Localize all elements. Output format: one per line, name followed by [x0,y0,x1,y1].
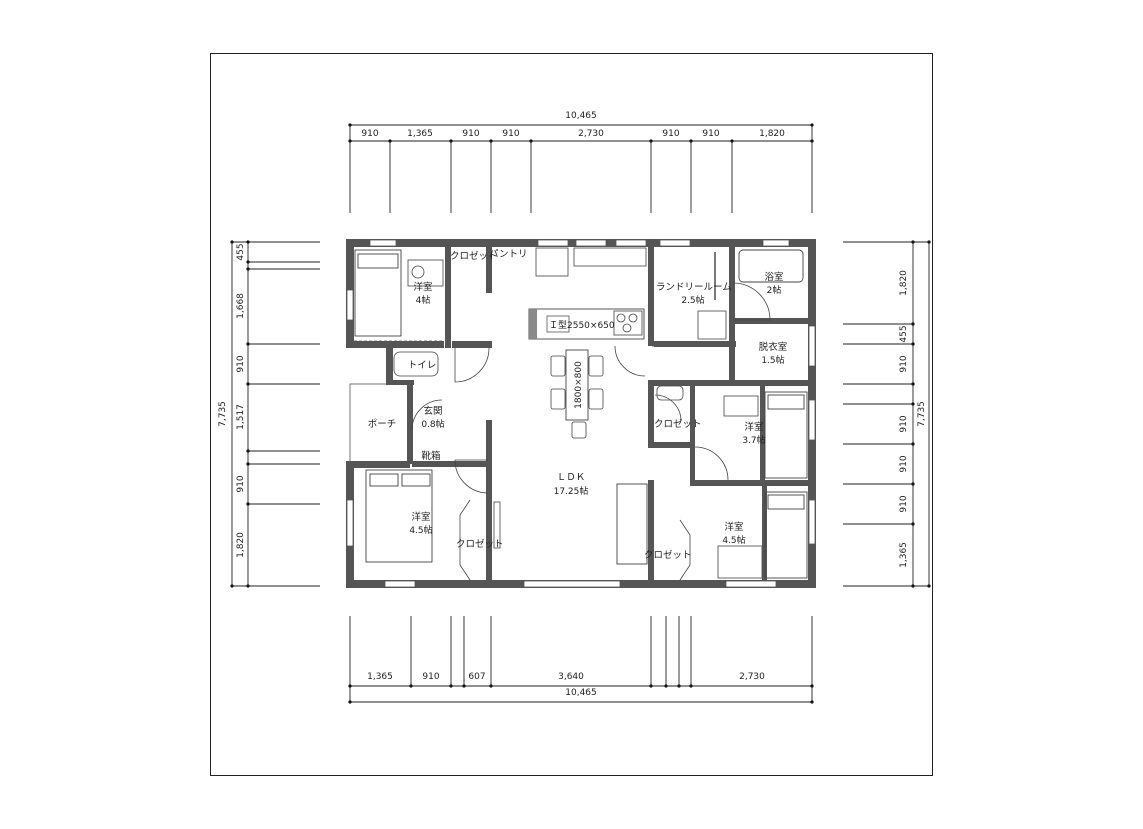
dim-top-7: 910 [702,129,719,139]
chair-nw [411,265,425,279]
room-entrance-name: 玄関 [423,405,442,417]
dim-top-6: 910 [662,129,679,139]
dim-left-6: 1,820 [236,532,246,558]
room-bedroom-e-name: 洋室 [744,421,763,433]
room-porch: ポーチ [368,419,397,430]
tv-board [493,501,501,549]
room-closet-se: クロゼット [644,549,692,561]
bed-se [764,491,808,579]
room-shoe-box: 靴箱 [421,450,440,462]
room-closet-mid: クロゼット [654,418,702,430]
sofa [616,483,648,565]
fridge-cabinet [573,247,647,267]
room-pantry: パントリ [489,249,527,260]
dim-bottom-1: 1,365 [367,672,393,682]
stove-icon [613,310,643,336]
dim-left-4: 1,517 [236,404,246,430]
dimension-ticks [230,123,931,704]
dim-right-total: 7,735 [917,401,927,427]
dim-bottom-total: 10,465 [565,688,597,698]
room-bedroom-se-name: 洋室 [724,521,743,533]
room-toilet: トイレ [408,360,437,371]
dimension-lines [231,124,930,703]
dim-right-7: 1,365 [899,542,909,568]
dim-top-2: 1,365 [407,129,433,139]
room-closet-sw: クロゼット [456,538,504,550]
kitchen-sink [546,315,570,333]
dim-left-3: 910 [236,355,246,372]
dim-right-3: 910 [899,355,909,372]
room-bath-size: 2帖 [767,284,782,296]
room-entrance-size: 0.8帖 [421,418,444,430]
counter-back [535,247,569,277]
dim-top-4: 910 [502,129,519,139]
desk-se [717,545,763,579]
bed-nw [354,249,402,337]
windows [346,239,816,588]
kitchen-grey-end [529,309,537,339]
dim-top-5: 2,730 [578,129,604,139]
kitchen-label: Ｉ型2550×650 [549,320,615,331]
dim-left-2: 1,668 [236,293,246,319]
room-bedroom-se-size: 4.5帖 [722,534,745,546]
dim-right-2: 455 [899,325,909,342]
dim-right-1: 1,820 [899,270,909,296]
bed-sw [365,469,433,563]
room-bath-name: 浴室 [764,271,783,283]
desk-nw [407,259,444,287]
dim-left-total: 7,735 [218,401,228,427]
doors [411,282,771,581]
room-laundry-size: 2.5帖 [681,294,704,306]
dining-table-label: 1800×800 [574,361,584,409]
room-closet-top: クロゼット [450,250,498,262]
dim-right-5: 910 [899,455,909,472]
toilet-fixture [393,351,439,377]
dim-right-6: 910 [899,495,909,512]
bathtub [738,249,804,283]
room-dressing-name: 脱衣室 [759,341,788,353]
washer [697,310,727,340]
room-bedroom-nw-size: 4帖 [416,294,431,306]
bed-e [764,391,808,479]
dashed-partitions [354,340,762,483]
dim-right-4: 910 [899,415,909,432]
page-frame [210,53,933,776]
dining-table [565,349,589,421]
dim-bottom-2: 910 [422,672,439,682]
dim-top-3: 910 [462,129,479,139]
room-dressing-size: 1.5帖 [761,354,784,366]
room-bedroom-e-size: 3.7帖 [742,434,765,446]
wash-basin [656,385,684,401]
dim-top-1: 910 [361,129,378,139]
room-ldk-size: 17.25帖 [554,485,589,497]
room-ldk-name: ＬＤＫ [557,472,586,483]
dim-left-5: 910 [236,475,246,492]
dining-chairs [550,355,604,439]
dim-top-8: 1,820 [759,129,785,139]
room-laundry-name: ランドリールーム [656,282,732,293]
dim-left-1: 455 [236,243,246,260]
dim-bottom-3: 607 [468,672,485,682]
room-bedroom-sw-size: 4.5帖 [409,524,432,536]
desk-e [723,395,759,417]
room-bedroom-sw-name: 洋室 [411,511,430,523]
dim-bottom-5: 2,730 [739,672,765,682]
dim-top-total: 10,465 [565,111,597,121]
dim-bottom-4: 3,640 [558,672,584,682]
room-bedroom-nw-name: 洋室 [413,281,432,293]
